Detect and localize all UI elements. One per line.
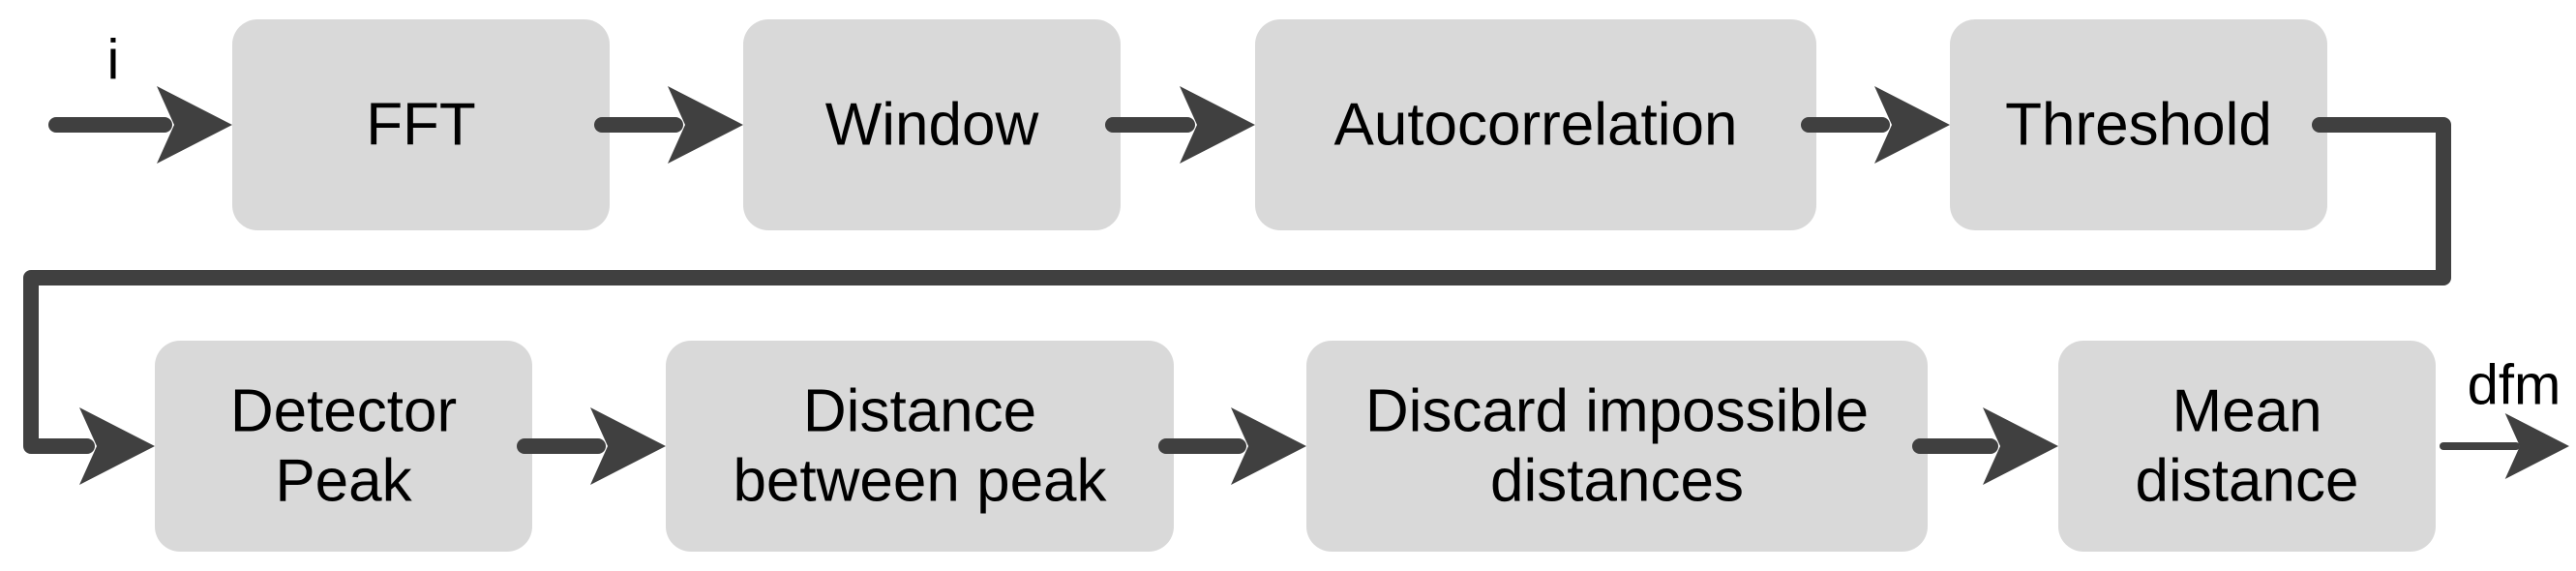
return-path-line [23,117,2451,454]
output-label: dfm [2468,354,2561,417]
block-box [232,19,610,230]
block-label: Window [825,92,1039,159]
block-label: between peak [733,448,1107,515]
block-box [155,341,532,552]
block-fft: FFT [232,19,610,230]
block-autocorrelation: Autocorrelation [1255,19,1816,230]
connector-arrow-head [1180,86,1255,164]
output-arrow-head [2504,413,2569,479]
block-label: Distance [803,378,1036,445]
wires [23,86,2569,485]
block-window: Window [743,19,1121,230]
input-label: i [107,29,120,92]
connector-arrow-head [1874,86,1950,164]
block-box [666,341,1174,552]
blocks: FFT Window Autocorrelation ThresholdDetecto… [155,19,2436,552]
input-arrow-head [157,86,232,164]
block-label: Peak [275,448,412,515]
block-box [1255,19,1816,230]
block-label: Detector [230,378,457,445]
block-label: distance [2136,448,2359,515]
block-label: FFT [366,92,476,159]
block-label: Mean [2172,378,2321,445]
block-label: Threshold [2005,92,2272,159]
block-threshold: Threshold [1950,19,2327,230]
connector-arrow-head [1983,407,2058,485]
connector-arrow-head [1231,407,1306,485]
connector-arrow-head [668,86,743,164]
block-box [1306,341,1928,552]
block-label: distances [1490,448,1744,515]
connector-arrow-head [590,407,666,485]
block-label: Autocorrelation [1333,92,1737,159]
block-label: Discard impossible [1365,378,1869,445]
block-box [2058,341,2436,552]
block-box [1950,19,2327,230]
return-arrow-head [79,407,155,485]
block-box [743,19,1121,230]
